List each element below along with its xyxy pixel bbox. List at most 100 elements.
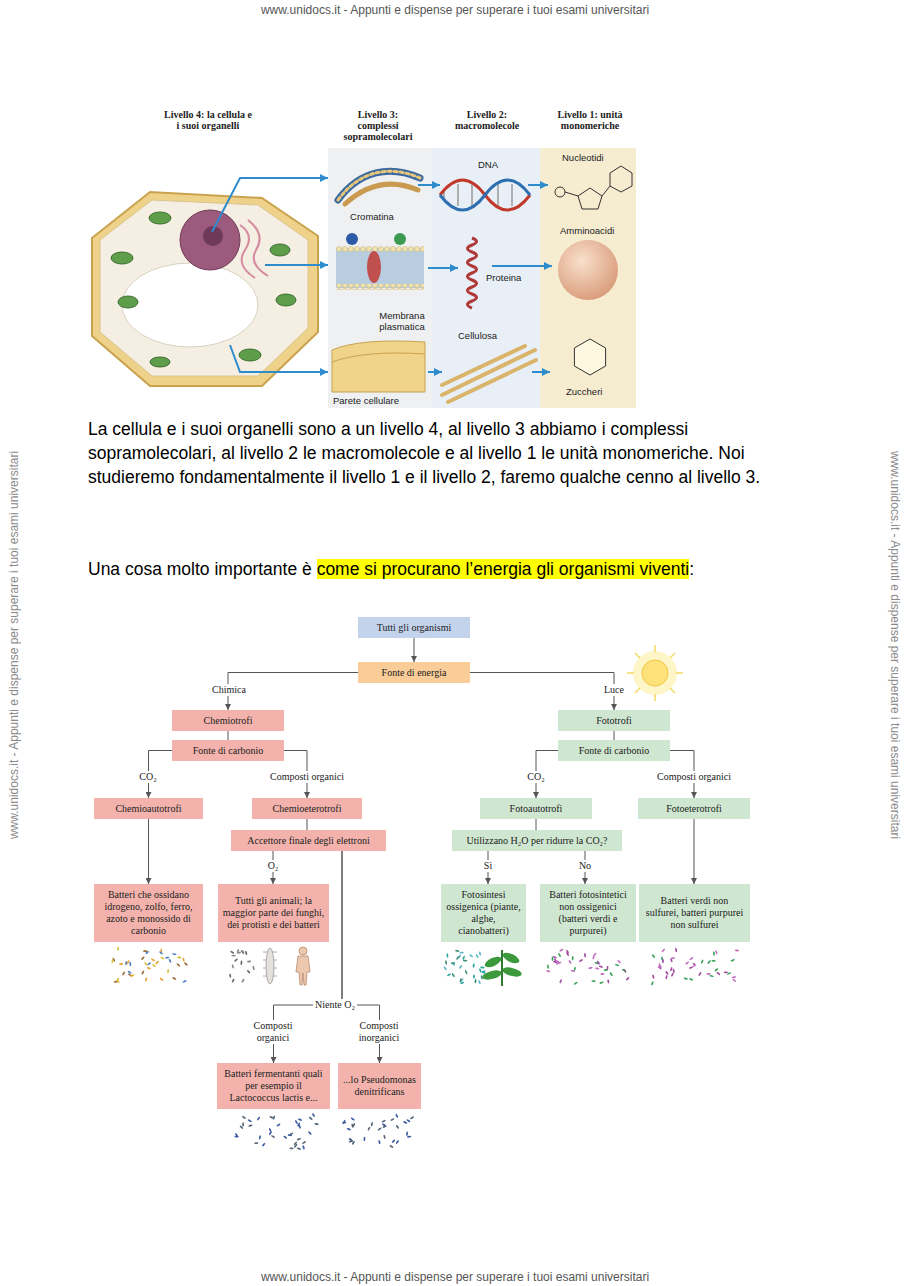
bacterium [254, 1142, 258, 1144]
bacterium [595, 967, 600, 969]
part-name: Parete cellulare [333, 395, 399, 406]
bacterium [625, 977, 629, 981]
bacterium [469, 954, 474, 958]
bacterium [381, 1119, 386, 1123]
bacterium [707, 960, 711, 964]
flow-box: Accettore finale degli elettroni [231, 830, 386, 851]
flow-box: Chemiotrofi [172, 710, 284, 731]
bacterium [716, 972, 721, 976]
part-name: Membrana plasmatica [371, 310, 433, 332]
plant-cell [276, 294, 296, 306]
bacterium [314, 1123, 319, 1126]
flow-box: ...lo Pseudomonas denitrificans [338, 1063, 421, 1109]
bacterium [463, 960, 468, 962]
bacterium [568, 960, 572, 965]
bacterium [129, 962, 131, 966]
bacterium [546, 970, 551, 973]
bacterium [234, 1136, 239, 1138]
edge-label: Chimica [210, 684, 248, 696]
box-text: Fonte di energia [362, 667, 466, 679]
edge-label: Composti inorganici [349, 1020, 409, 1044]
plant-cell [180, 210, 240, 270]
bacterium [177, 956, 182, 958]
bacterium [144, 962, 148, 966]
watermark: www.unidocs.it - Appunti e dispense per … [261, 1270, 649, 1284]
membrane [346, 233, 358, 245]
bacterium [230, 950, 235, 954]
sun [676, 672, 683, 674]
box-text: Fonte di carbonio [176, 745, 280, 757]
bacterium [609, 972, 613, 977]
flow-box: Fonte di carbonio [172, 740, 284, 761]
bacteria-dots [111, 947, 739, 1151]
box-text: ...lo Pseudomonas denitrificans [342, 1074, 417, 1098]
level-heading: Livello 4: la cellula e i suoi organelli [164, 109, 252, 131]
bacterium [584, 953, 586, 957]
bacterium [241, 950, 245, 955]
bacterium [451, 973, 455, 978]
bacterium [709, 975, 714, 978]
bacterium [182, 957, 185, 962]
box-text: Batteri che ossidano idrogeno, zolfo, fe… [98, 889, 199, 937]
sun [635, 653, 640, 658]
protein-coil [468, 238, 477, 308]
flow-box: Batteri verdi non sulfurei, batteri purp… [639, 884, 750, 942]
bacterium [617, 960, 621, 964]
edge-label: CO₂ [137, 771, 158, 783]
paragraph-text: : [689, 559, 694, 579]
bacterium [155, 960, 159, 964]
connector [614, 731, 615, 740]
bacterium [240, 961, 242, 966]
bacterium [308, 1131, 312, 1135]
sun [633, 651, 677, 695]
level-arrow [418, 184, 440, 186]
bacterium [176, 963, 180, 967]
sun [670, 688, 675, 693]
bacterium [130, 974, 135, 977]
bacterium [559, 948, 564, 952]
plant-cell [92, 192, 318, 386]
bacterium [447, 973, 452, 977]
bacterium [241, 978, 245, 983]
watermark: www.unidocs.it - Appunti e dispense per … [261, 3, 649, 17]
connector [414, 638, 415, 662]
bacterium [698, 972, 702, 977]
bacterium [472, 963, 475, 968]
box-text: Fotoeterotrofi [642, 803, 746, 815]
bacterium [652, 974, 655, 979]
amino-acid-sphere [558, 240, 618, 300]
bacterium [247, 1119, 252, 1123]
watermark: www.unidocs.it - Appunti e dispense per … [7, 451, 21, 839]
plant [481, 969, 502, 982]
level-arrow [230, 345, 328, 372]
plant-cell [100, 200, 308, 376]
sugar-ring [574, 339, 605, 375]
bacterium [276, 1123, 281, 1127]
bacterium [552, 956, 554, 960]
plant-cell [118, 296, 138, 308]
bacterium [665, 971, 669, 976]
level-panel [540, 148, 636, 408]
flow-box: Tutti gli organismi [358, 617, 470, 638]
level-heading: Livello 1: unità monomeriche [554, 109, 626, 131]
sun [642, 660, 668, 686]
sun [627, 645, 683, 701]
bacterium [229, 973, 231, 978]
bacterium [141, 970, 145, 975]
bacterium [352, 1123, 356, 1128]
cellulose [442, 346, 536, 402]
bacterium [410, 1116, 415, 1120]
bacterium [658, 963, 661, 968]
nucleotide-structure [578, 188, 602, 209]
bacterium [478, 951, 481, 956]
bacterium [460, 978, 464, 983]
bacterium [473, 974, 475, 978]
cell-wall [332, 353, 425, 362]
bacterium [481, 970, 486, 974]
bacterium [147, 962, 152, 966]
bacterium [715, 950, 718, 955]
sun [654, 694, 656, 701]
flow-box: Chemioautotrofi [94, 798, 203, 819]
box-text: Accettore finale degli elettroni [235, 835, 382, 847]
